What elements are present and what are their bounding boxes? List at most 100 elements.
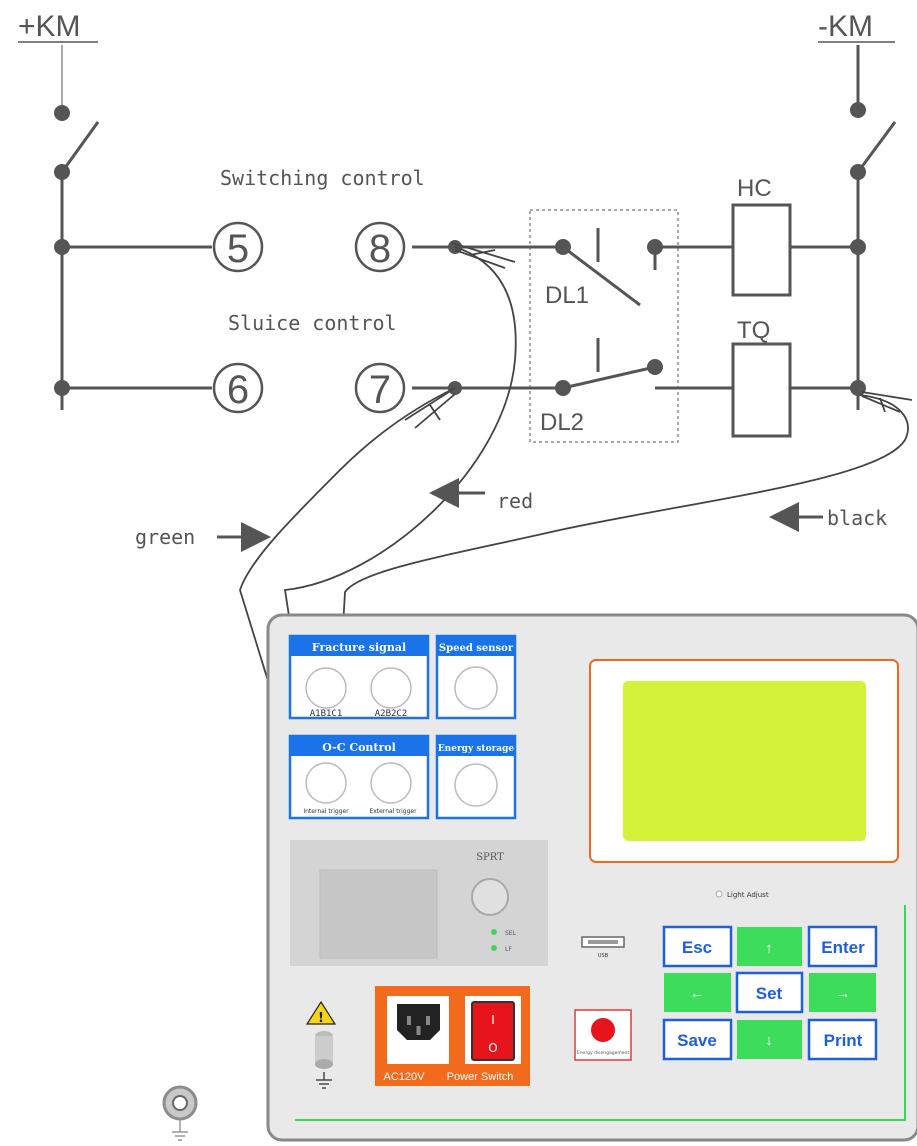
set-key-label: Set [756, 984, 783, 1003]
right-arrow-icon: → [836, 985, 851, 1002]
speed-sensor-socket[interactable] [454, 666, 498, 710]
warning-icon: ! [305, 1000, 337, 1026]
tq-label: TQ [737, 317, 770, 344]
minus-km-switch-blade [856, 121, 897, 173]
dl2-label: DL2 [540, 409, 584, 436]
emergency-stop-icon[interactable]: Energy disengagement [574, 1009, 632, 1061]
fuse-holder [315, 1031, 333, 1069]
fracture-signal-block: Fracture signal A1B1C1 A2B2C2 [288, 634, 430, 720]
external-trigger-label: External trigger [369, 808, 417, 815]
power-socket-icon [397, 1004, 440, 1040]
plus-km-label: +KM [18, 10, 81, 43]
ac120v-label: AC120V [384, 1071, 426, 1083]
speed-sensor-block: Speed sensor [435, 634, 517, 720]
energy-storage-title: Energy storage [438, 744, 515, 754]
usb-port-icon[interactable]: USB [581, 936, 625, 959]
lf-label: LF [505, 946, 512, 953]
dl1-blade [562, 245, 641, 307]
down-arrow-icon: ↓ [765, 1032, 773, 1049]
up-key[interactable]: ↑ [737, 927, 802, 966]
green-trim [295, 905, 906, 1121]
lf-led [491, 945, 497, 951]
speed-sensor-title: Speed sensor [439, 643, 514, 654]
save-key[interactable]: Save [662, 1018, 733, 1061]
light-adjust-knob[interactable] [715, 890, 723, 898]
power-switch-icon[interactable]: I O [471, 1001, 515, 1061]
internal-trigger-socket[interactable] [305, 762, 347, 804]
enter-key[interactable]: Enter [807, 925, 878, 968]
black-label: black [827, 506, 887, 530]
plus-km-switch-blade [60, 121, 100, 173]
test-leads [239, 242, 913, 851]
sluice-control-label: Sluice control [228, 311, 397, 335]
a2b2c2-label: A2B2C2 [375, 709, 408, 719]
energy-storage-block: Energy storage [435, 734, 517, 820]
red-lead [283, 246, 517, 851]
light-adjust-label: Light Adjust [727, 891, 769, 899]
circuit [18, 41, 897, 443]
printer-slot [319, 869, 438, 959]
energy-storage-socket[interactable] [454, 763, 498, 807]
printer-area: SPRT SEL LF [290, 840, 548, 966]
set-key[interactable]: Set [735, 971, 804, 1014]
switch-off-mark: O [488, 1041, 497, 1055]
usb-label: USB [598, 953, 609, 959]
breaker-box [529, 209, 679, 443]
internal-trigger-label: Internal trigger [303, 808, 349, 815]
clip-km [861, 391, 913, 413]
a1b1c1-label: A1B1C1 [310, 709, 343, 719]
print-key[interactable]: Print [807, 1018, 878, 1061]
sel-label: SEL [505, 930, 517, 937]
fracture-signal-title: Fracture signal [312, 641, 406, 654]
green-label: green [135, 525, 195, 549]
enter-key-label: Enter [821, 938, 865, 957]
left-key[interactable]: ← [664, 973, 731, 1012]
terminal-5-label: 5 [227, 227, 249, 271]
svg-text:!: ! [318, 1011, 324, 1026]
clip-8 [451, 242, 516, 269]
terminal-5 [212, 221, 264, 273]
down-key[interactable]: ↓ [737, 1020, 802, 1059]
esc-key-label: Esc [682, 938, 712, 957]
terminal-7-label: 7 [369, 368, 391, 412]
oc-control-block: O-C Control Internal trigger External tr… [288, 734, 430, 820]
right-key[interactable]: → [809, 973, 876, 1012]
keypad: Esc ↑ Enter ← Set → [662, 925, 878, 1061]
sprt-label: SPRT [476, 852, 504, 863]
hc-coil [731, 203, 792, 297]
terminal-6 [212, 362, 264, 414]
a1b1c1-socket[interactable] [305, 667, 347, 709]
black-lead [329, 394, 909, 851]
external-trigger-socket[interactable] [370, 762, 412, 804]
print-key-label: Print [824, 1031, 863, 1050]
dl1-label: DL1 [545, 282, 589, 309]
terminal-7 [354, 362, 406, 414]
sel-led [491, 929, 497, 935]
emergency-label: Energy disengagement [577, 1050, 629, 1056]
power-module: I O AC120V Power Switch [375, 986, 530, 1086]
ground-terminal-icon [162, 1085, 198, 1141]
power-switch-label: Power Switch [447, 1071, 514, 1083]
dl2-blade [562, 365, 656, 390]
green-lead [239, 387, 456, 851]
red-label: red [497, 489, 533, 513]
ground-icon [316, 1072, 332, 1089]
terminal-6-label: 6 [227, 368, 249, 412]
clip-7 [404, 389, 456, 429]
minus-km-label: -KM [818, 10, 873, 43]
instrument-panel: Fracture signal A1B1C1 A2B2C2 Speed sens… [162, 613, 917, 1142]
esc-key[interactable]: Esc [662, 925, 733, 968]
tq-coil [731, 342, 792, 438]
left-arrow-icon: ← [690, 985, 705, 1002]
switch-on-mark: I [491, 1013, 495, 1027]
oc-control-title: O-C Control [322, 741, 396, 754]
save-key-label: Save [677, 1031, 717, 1050]
a2b2c2-socket[interactable] [370, 667, 412, 709]
terminal-8 [354, 221, 406, 273]
printer-knob[interactable] [471, 878, 509, 916]
terminal-8-label: 8 [369, 227, 391, 271]
hc-label: HC [737, 175, 772, 202]
lcd-screen [623, 681, 866, 841]
up-arrow-icon: ↑ [765, 940, 773, 957]
